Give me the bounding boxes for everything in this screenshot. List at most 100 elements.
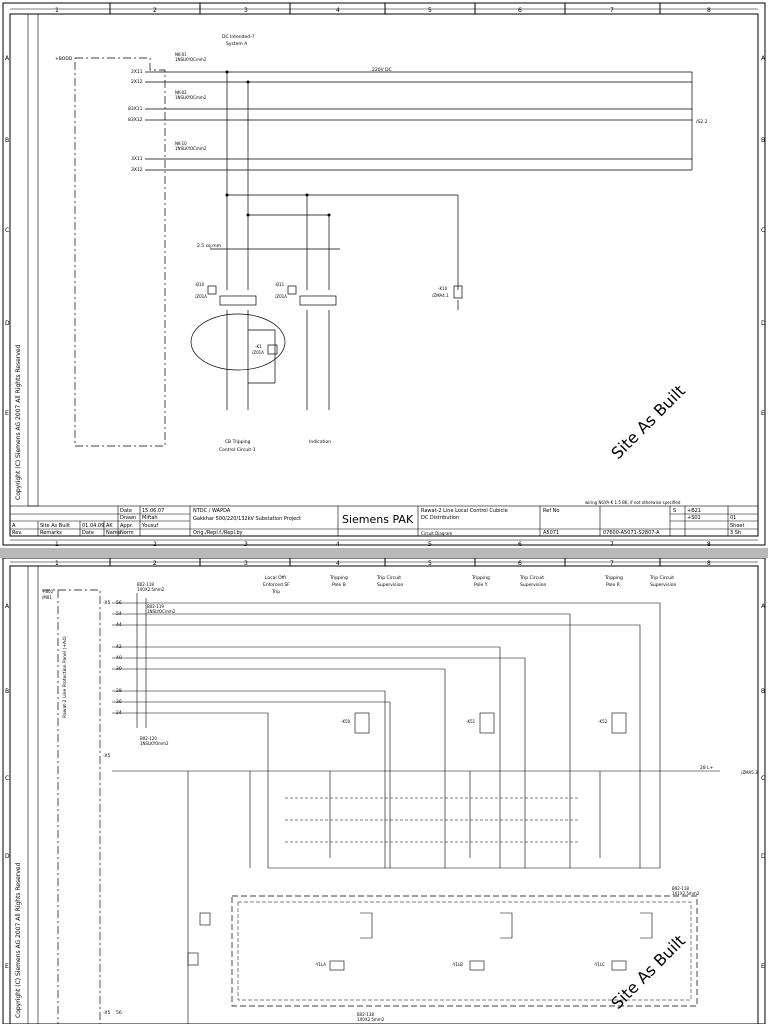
relay-sub: /Z01A xyxy=(252,350,264,355)
remarks-col-label: Remarks xyxy=(40,530,62,536)
rev-a-name: AK xyxy=(106,523,113,529)
header-text: Supervision xyxy=(520,582,546,588)
highlight-ellipse xyxy=(190,313,286,371)
cable-label: NK-10 xyxy=(175,141,187,146)
header-text: Tripping xyxy=(471,575,490,581)
dc-terminal: -X5 xyxy=(103,753,110,759)
sheet-label: Sheet xyxy=(730,523,744,529)
drawn-label: Drawn xyxy=(120,515,136,521)
cable-label: NK-02 xyxy=(175,90,187,95)
col-label: 5 xyxy=(428,7,432,14)
col-label: 4 xyxy=(336,7,340,14)
wire-size-label: 2.5 sq.mm xyxy=(197,243,221,249)
panel-name: Rawat-2 Line Protection Panel (+A4) xyxy=(62,636,68,718)
col-label: 7 xyxy=(610,7,614,14)
page-separator xyxy=(0,548,768,558)
col-label: 3 xyxy=(244,560,248,567)
device-label: -K10 xyxy=(438,286,448,291)
orig-repl: Orig./Repl.f./Repl.by xyxy=(193,530,243,536)
name-col-label: Name xyxy=(106,530,121,536)
col-label: 4 xyxy=(336,541,340,548)
plant-label: S xyxy=(673,508,676,514)
branch-caption: CB Tripping xyxy=(225,439,251,445)
header-text: Pole Y xyxy=(474,582,488,588)
header-text: Trip Circuit xyxy=(649,575,674,581)
col-label: 7 xyxy=(610,560,614,567)
column-ruler-2: 1 2 3 4 5 6 7 8 xyxy=(10,558,758,567)
cable-type: 1NSLKYOmm2 xyxy=(140,741,169,746)
date-value: 15.06.07 xyxy=(142,508,164,514)
terminal-label: 3X11 xyxy=(131,156,143,162)
relay-coil-right xyxy=(453,285,463,299)
row-label: A xyxy=(5,603,10,610)
supply-subtitle: System A xyxy=(226,41,248,47)
row-label: E xyxy=(5,963,9,970)
relay-label: -K1 xyxy=(255,344,262,349)
header-text: Tripping xyxy=(329,575,348,581)
cable-type: 1X0X2.5mm2 xyxy=(137,587,165,592)
row-label: D xyxy=(761,320,766,327)
doc-type: Circuit Diagram xyxy=(421,531,452,536)
coil-label: -Y1LC xyxy=(594,962,605,967)
location-value: +S01 xyxy=(687,515,701,521)
date-label: Date xyxy=(120,508,132,514)
header-text: Tripping xyxy=(604,575,623,581)
row-label: C xyxy=(761,227,765,234)
col-label: 1 xyxy=(55,560,59,567)
col-label: 6 xyxy=(518,560,522,567)
row-label: B xyxy=(5,137,9,144)
client-name: NTDC / WAPDA xyxy=(193,508,231,514)
cable-label: NK-01 xyxy=(175,52,187,57)
cross-reference: /ZMA5.3 xyxy=(741,770,758,775)
terminal-label: 83X11 xyxy=(128,106,143,112)
header-text: Trip Circuit xyxy=(519,575,544,581)
terminal-block: -X5 xyxy=(103,600,110,606)
cable-type: 1NSLYOCmm2 xyxy=(147,609,176,614)
row-label: C xyxy=(761,775,765,782)
terminal-label: 83X12 xyxy=(128,117,143,123)
mcb-left xyxy=(219,295,257,306)
terminal-label: 2X12 xyxy=(131,79,143,85)
col-label: 7 xyxy=(610,541,614,548)
norm-label: Norm xyxy=(120,530,134,536)
row-label: C xyxy=(5,227,9,234)
header-text: Trip Circuit xyxy=(376,575,401,581)
row-ruler-2: A B C D E A B C D E xyxy=(5,603,766,970)
box-bottom-label: B02-138 xyxy=(357,1012,374,1017)
position-label: +B02 xyxy=(42,589,54,594)
row-ruler: A B C D E A B C D E xyxy=(5,55,766,417)
box-type: 1X1X2.5mm2 xyxy=(672,891,700,896)
row-label: B xyxy=(761,688,765,695)
row-label: E xyxy=(761,963,765,970)
schematic-sheet-1: 1 2 3 4 5 6 7 8 1 2 3 4 5 6 7 8 A B C D … xyxy=(2,2,766,548)
appr-label: Appr. xyxy=(120,523,133,529)
appr-value: Yousuf xyxy=(141,523,158,529)
col-label: 8 xyxy=(707,541,711,548)
terminal-label: 3X12 xyxy=(131,167,143,173)
row-label: A xyxy=(5,55,10,62)
col-label: 5 xyxy=(428,541,432,548)
device-sub: /Z01A xyxy=(195,294,207,299)
row-label: B xyxy=(5,688,9,695)
copyright: Copyright (C) Siemens AG 2007 All Rights… xyxy=(15,862,22,1018)
project-name: Gakkhar 500/220/132kV Substation Project xyxy=(193,516,301,522)
header-text: Pole B xyxy=(332,582,346,588)
box-label: B02-118 xyxy=(672,886,689,891)
rev-a: A xyxy=(12,523,16,529)
col-label: 4 xyxy=(336,560,340,567)
row-label: D xyxy=(5,320,10,327)
col-label: 8 xyxy=(707,560,711,567)
ref-label: Ref No xyxy=(543,508,559,514)
relay-label: -K51 xyxy=(466,719,476,724)
terminal-number: 56 xyxy=(116,1010,122,1016)
company-name: Siemens PAK xyxy=(342,513,414,526)
relay-coil-k1 xyxy=(267,344,278,355)
cable-label: B02-120 xyxy=(140,736,157,741)
cable-type: 1NSLKYOCmm2 xyxy=(175,57,207,62)
header-text: Enforced SF xyxy=(263,582,290,588)
doc-subtitle: DC Distribution xyxy=(421,515,459,521)
row-label: B xyxy=(761,137,765,144)
col-label: 6 xyxy=(518,7,522,14)
position-label: +BODD xyxy=(55,56,73,62)
row-label: A xyxy=(761,55,766,62)
